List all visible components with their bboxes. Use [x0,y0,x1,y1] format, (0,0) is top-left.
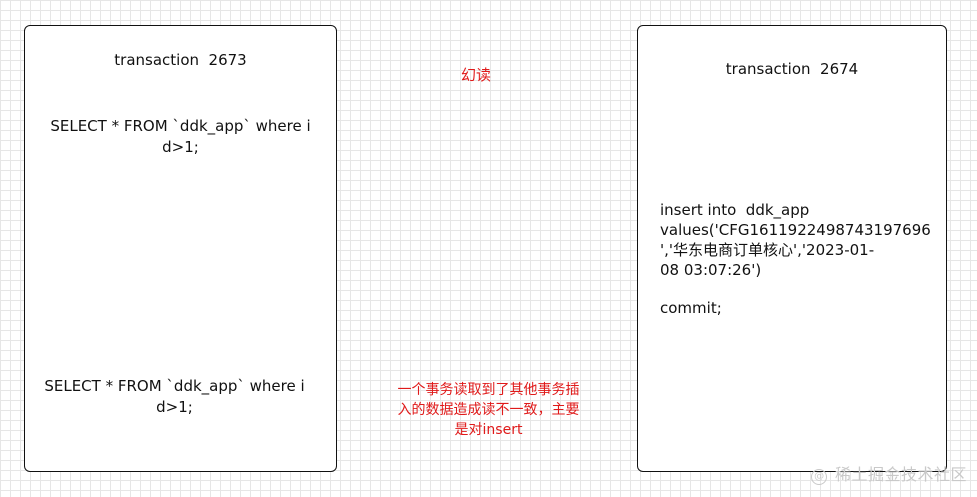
select-query-1-line-2: d>1; [162,138,199,156]
select-query-2-line-2: d>1; [156,398,193,416]
transaction-box-left[interactable]: transaction 2673 SELECT * FROM `ddk_app`… [24,25,337,472]
watermark-text: 稀土掘金技术社区 [834,465,967,484]
explanation-line-2: 入的数据造成读不一致，主要 [397,402,580,418]
select-query-2-line-1: SELECT * FROM `ddk_app` where i [44,377,305,395]
commit-statement: commit; [660,299,722,317]
at-symbol-icon: @ [811,469,828,485]
transaction-title-right: transaction 2674 [725,60,859,78]
insert-statement-line-4: 08 03:07:26') [660,261,762,279]
explanation-line-3: 是对insert [454,422,523,438]
insert-statement-line-2: values('CFG1611922498743197696 [660,221,931,239]
explanation-line-1: 一个事务读取到了其他事务插 [397,382,580,398]
watermark: @ 稀土掘金技术社区 [811,465,967,485]
insert-statement-line-1: insert into ddk_app [660,201,810,219]
select-query-1-line-1: SELECT * FROM `ddk_app` where i [50,117,311,135]
phantom-read-label: 幻读 [461,66,492,84]
transaction-box-right[interactable]: transaction 2674 insert into ddk_app val… [637,25,947,472]
transaction-title-left: transaction 2673 [114,51,247,69]
insert-statement-line-3: ','华东电商订单核心','2023-01- [660,241,875,259]
